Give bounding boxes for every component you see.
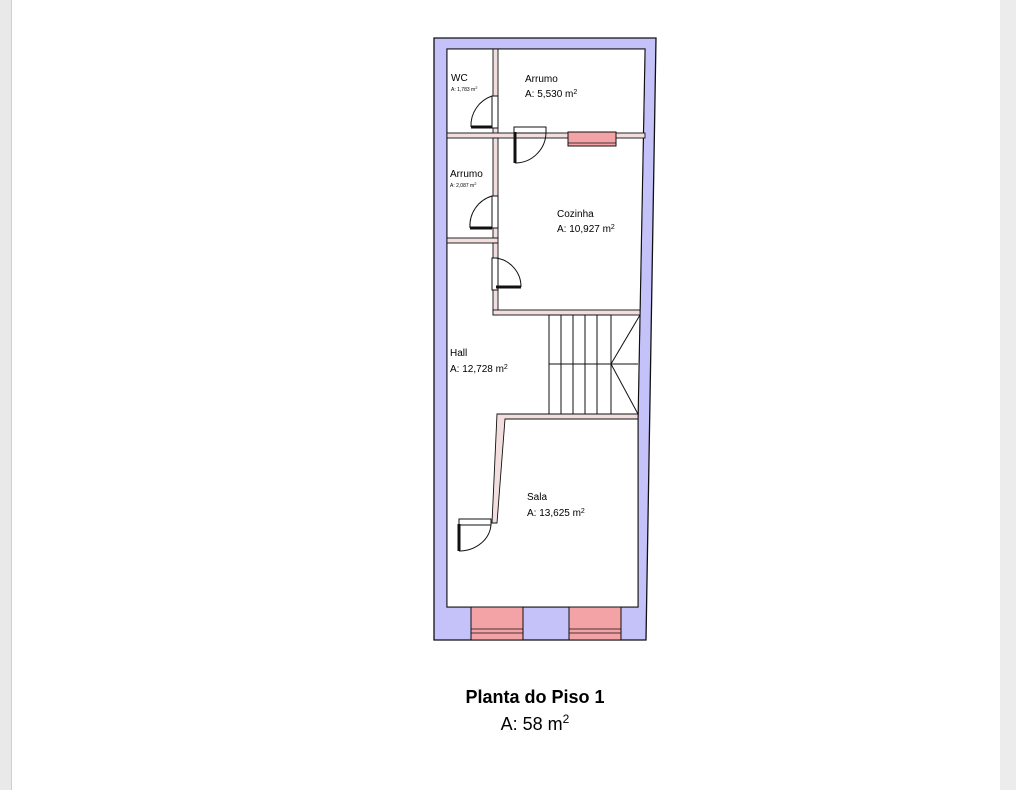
area-unit-sup: 2	[562, 712, 570, 726]
page-gutter	[978, 0, 1000, 790]
room-area: A: 2,087 m2	[450, 181, 477, 190]
room-label-wc: WC A: 1,783 m2	[451, 73, 478, 93]
room-name: Sala	[527, 492, 547, 503]
room-label-hall: Hall A: 12,728 m2	[450, 348, 508, 375]
room-name: Arrumo	[525, 74, 558, 85]
area-value: A: 58 m	[500, 714, 563, 734]
door-arrumo	[513, 126, 547, 164]
room-label-arrumo-2: Arrumo A: 2,087 m2	[450, 169, 483, 189]
window-bottom-right	[568, 606, 622, 641]
door-wc	[470, 95, 499, 129]
room-label-arrumo: Arrumo A: 5,530 m2	[525, 74, 577, 100]
plan-caption: Planta do Piso 1 A: 58 m2	[0, 686, 1016, 735]
room-name: Arrumo	[450, 169, 483, 180]
viewer-background	[1000, 0, 1016, 790]
room-area: A: 12,728 m2	[450, 364, 508, 376]
room-area: A: 5,530 m2	[525, 89, 577, 101]
room-area: A: 1,783 m2	[451, 85, 478, 94]
room-name: Hall	[450, 348, 467, 359]
door-sala	[457, 518, 492, 552]
room-label-cozinha: Cozinha A: 10,927 m2	[557, 209, 615, 235]
room-name: Cozinha	[557, 209, 594, 220]
door-cozinha	[491, 257, 522, 291]
window-top	[567, 131, 617, 147]
plan-total-area: A: 58 m2	[0, 708, 1016, 735]
door-arrumo-2	[469, 195, 499, 230]
room-area: A: 13,625 m2	[527, 508, 585, 520]
room-name: WC	[451, 73, 468, 84]
window-bottom-left	[470, 606, 524, 641]
plan-title: Planta do Piso 1	[465, 687, 605, 707]
staircase	[548, 314, 641, 415]
room-area: A: 10,927 m2	[557, 224, 615, 236]
room-label-sala: Sala A: 13,625 m2	[527, 492, 585, 519]
